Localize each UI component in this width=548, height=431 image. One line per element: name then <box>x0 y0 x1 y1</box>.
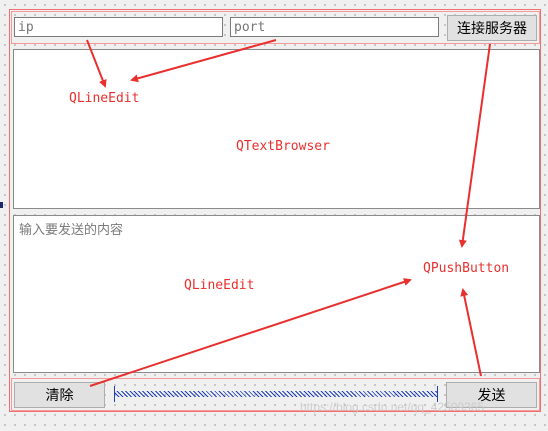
message-input[interactable]: 输入要发送的内容 <box>13 215 540 373</box>
clear-button[interactable]: 清除 <box>14 382 105 408</box>
annotation-qlineedit-mid: QLineEdit <box>184 278 255 293</box>
spacer-right-cap <box>437 386 438 402</box>
horizontal-spacer <box>114 386 438 402</box>
window-edge-marker <box>0 202 3 208</box>
layout-frame <box>9 9 541 412</box>
bottom-layout-row <box>11 378 540 411</box>
spacer-wave <box>114 391 438 397</box>
arrow-port-to-lineedit <box>130 39 277 83</box>
message-input-placeholder: 输入要发送的内容 <box>19 223 124 238</box>
ip-input[interactable] <box>14 17 223 37</box>
arrow-connect-to-pushbutton <box>458 43 491 248</box>
watermark: https://blog.csdn.net/qq_42509365 <box>300 400 485 414</box>
arrow-clear-to-pushbutton <box>89 278 412 387</box>
connect-server-button[interactable]: 连接服务器 <box>447 15 537 41</box>
annotation-qlineedit-top: QLineEdit <box>69 91 140 106</box>
send-button[interactable]: 发送 <box>446 382 537 408</box>
arrow-send-to-pushbutton <box>460 288 482 377</box>
port-input[interactable] <box>230 17 439 37</box>
top-layout-row <box>11 11 540 44</box>
arrow-ip-to-lineedit <box>86 39 107 88</box>
annotation-qtextbrowser: QTextBrowser <box>236 139 330 154</box>
annotation-qpushbutton: QPushButton <box>423 261 510 276</box>
